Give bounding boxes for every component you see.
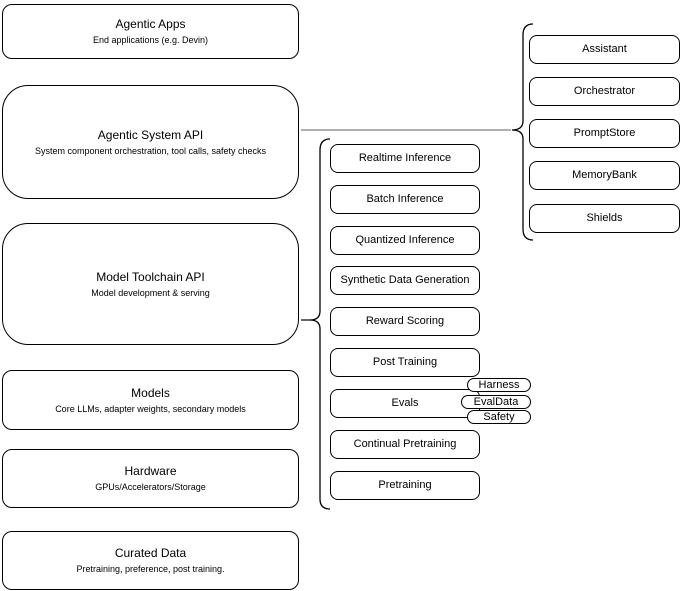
node-promptstore: PromptStore <box>529 119 680 148</box>
box-models-title: Models <box>131 385 170 400</box>
box-curated-data-subtitle: Pretraining, preference, post training. <box>76 564 225 574</box>
box-agentic-apps-title: Agentic Apps <box>115 17 186 31</box>
box-hardware: Hardware GPUs/Accelerators/Storage <box>2 449 299 508</box>
box-agentic-system-api: Agentic System API System component orch… <box>2 85 299 199</box>
box-agentic-system-api-subtitle: System component orchestration, tool cal… <box>34 145 267 156</box>
box-curated-data-title: Curated Data <box>114 546 187 560</box>
system-group-brace <box>511 23 534 241</box>
pill-evaldata: EvalData <box>461 395 531 409</box>
node-quantized-inference: Quantized Inference <box>330 226 480 255</box>
node-memorybank: MemoryBank <box>529 161 680 190</box>
node-shields: Shields <box>529 204 680 233</box>
box-models-subtitle: Core LLMs, adapter weights, secondary mo… <box>55 403 246 414</box>
node-batch-inference: Batch Inference <box>330 185 480 214</box>
box-hardware-title: Hardware <box>124 464 177 478</box>
node-synthetic-data-generation: Synthetic Data Generation <box>330 266 480 295</box>
box-agentic-apps: Agentic Apps End applications (e.g. Devi… <box>2 4 299 59</box>
box-agentic-apps-subtitle: End applications (e.g. Devin) <box>92 35 209 45</box>
box-model-toolchain-api: Model Toolchain API Model development & … <box>2 223 299 345</box>
node-pretraining: Pretraining <box>330 471 480 500</box>
node-orchestrator: Orchestrator <box>529 77 680 106</box>
box-agentic-system-api-title: Agentic System API <box>97 127 204 142</box>
box-model-toolchain-api-title: Model Toolchain API <box>96 269 205 284</box>
node-continual-pretraining: Continual Pretraining <box>330 430 480 459</box>
node-assistant: Assistant <box>529 35 680 64</box>
node-reward-scoring: Reward Scoring <box>330 307 480 336</box>
pill-safety: Safety <box>467 410 531 424</box>
box-models: Models Core LLMs, adapter weights, secon… <box>2 370 299 430</box>
pill-harness: Harness <box>467 378 531 392</box>
node-realtime-inference: Realtime Inference <box>330 144 480 173</box>
toolchain-group-brace <box>309 138 331 510</box>
box-curated-data: Curated Data Pretraining, preference, po… <box>2 531 299 590</box>
box-hardware-subtitle: GPUs/Accelerators/Storage <box>95 482 206 492</box>
node-post-training: Post Training <box>330 348 480 377</box>
node-evals: Evals <box>330 389 480 418</box>
box-model-toolchain-api-subtitle: Model development & serving <box>91 287 210 298</box>
